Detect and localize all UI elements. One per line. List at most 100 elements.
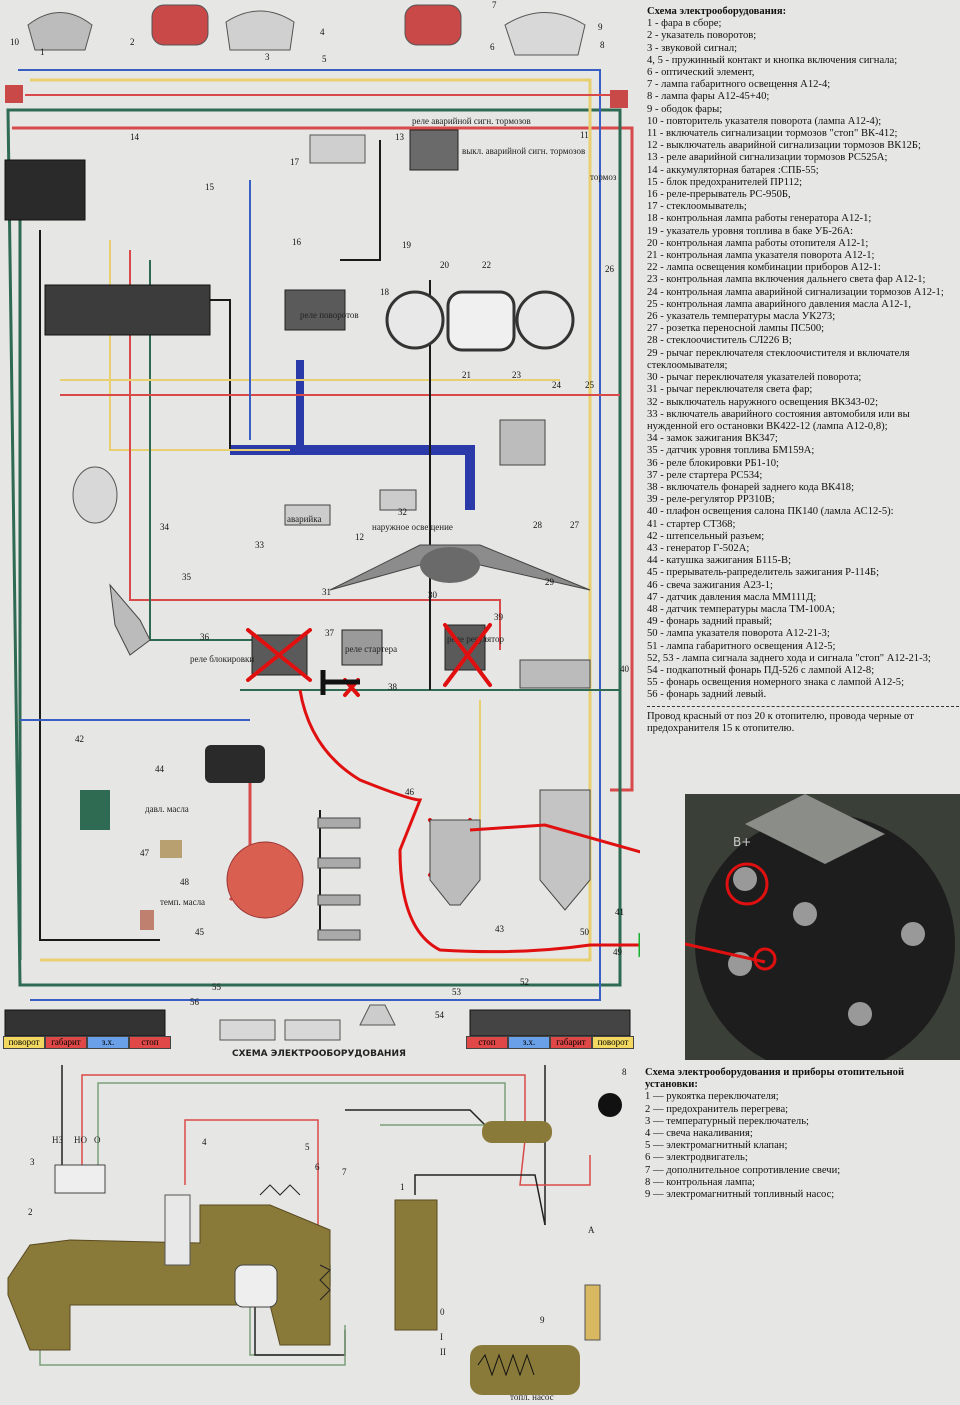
- legend-item: 18 - контрольная лампа работы генератора…: [647, 213, 872, 225]
- brake-relay-label: реле аварийной сигн. тормозов: [412, 116, 531, 126]
- component-number: 54: [435, 1010, 445, 1020]
- legend-item: 10 - повторитель указателя поворота (лам…: [647, 115, 882, 127]
- legend-item: 19 - указатель уровня топлива в баке УБ-…: [647, 225, 854, 237]
- component-number: 11: [580, 130, 589, 140]
- horn: [225, 10, 295, 51]
- voltage-regulator-label: реле регулятор: [447, 634, 504, 644]
- oil-temp-sensor: [140, 910, 154, 930]
- plate-light-left: [219, 1019, 276, 1041]
- component-number: 52: [520, 977, 529, 987]
- component-number: 23: [512, 370, 522, 380]
- spark-plug: [317, 894, 361, 906]
- ignition-switch: [72, 466, 118, 524]
- legend-item: 34 - замок зажигания ВК347;: [647, 433, 778, 445]
- component-number: 27: [570, 520, 580, 530]
- terminal-label: B+: [733, 835, 751, 849]
- legend-item: 47 - датчик давления масла ММ111Д;: [647, 591, 817, 603]
- component-number: 13: [395, 132, 405, 142]
- component-number: 24: [552, 380, 562, 390]
- wire-yellow: [30, 78, 592, 962]
- component-number: 26: [605, 264, 615, 274]
- legend-item: 56 - фонарь задний левый.: [647, 689, 767, 701]
- component-number: 30: [428, 590, 438, 600]
- component-number: 28: [533, 520, 543, 530]
- legend-item: 54 - подкапотный фонарь ПД-526 с лампой …: [647, 664, 875, 676]
- legend-item: 1 - фара в сборе;: [647, 18, 722, 30]
- legend-item: 26 - указатель температуры масла УК273;: [647, 311, 836, 323]
- component-number: 10: [10, 37, 20, 47]
- spark-plug: [317, 817, 361, 829]
- component-number: 39: [494, 612, 504, 622]
- wiring-diagram: реле поворотов реле аварийной сигн. торм…: [4, 0, 640, 1059]
- fuse-heater: [584, 1284, 601, 1341]
- rear-light-right: [469, 1009, 631, 1037]
- legend-item: 8 — контрольная лампа;: [645, 1176, 755, 1188]
- legend-item: 27 - розетка переносной лампы ПС500;: [647, 323, 825, 335]
- legend-item: 5 — электромагнитный клапан;: [645, 1140, 788, 1152]
- wire-harness-blue: [230, 445, 475, 510]
- exterior-light-switch: [379, 489, 417, 511]
- annotation-wire: [298, 689, 640, 954]
- terminal-strip: [482, 1121, 552, 1143]
- plate-light-right: [284, 1019, 341, 1041]
- legend-item: 48 - датчик температуры масла ТМ-100А;: [647, 603, 836, 615]
- legend-item: 49 - фонарь задний правый;: [647, 616, 773, 628]
- component-number: 45: [195, 927, 205, 937]
- terminal-a-label: А: [588, 1225, 595, 1235]
- wire-green: [6, 108, 622, 987]
- legend-item: 9 — электромагнитный топливный насос;: [645, 1189, 835, 1201]
- heater-body: [7, 1204, 331, 1351]
- exterior-light-label: наружное освещение: [372, 522, 453, 532]
- temp-switch: [54, 1164, 106, 1194]
- legend-title: Схема электрооборудования:: [647, 6, 787, 17]
- legend-item: 32 - выключатель наружного освещения ВК3…: [647, 396, 879, 408]
- starter-relay-label: реле стартера: [345, 644, 397, 654]
- position-label: II: [440, 1347, 446, 1357]
- legend-item: 28 - стеклоочиститель СЛ226 В;: [647, 335, 792, 347]
- component-number: 20: [440, 260, 450, 270]
- side-repeater-left: [5, 85, 23, 103]
- rear-light-tag: поворот: [592, 1036, 634, 1049]
- component-number: 41: [615, 907, 624, 917]
- component-number: 21: [462, 370, 471, 380]
- spark-plug: [317, 857, 361, 869]
- component-number: 5: [322, 54, 327, 64]
- headlight-left: [27, 12, 93, 51]
- side-repeater-right: [610, 90, 628, 108]
- component-number: 32: [398, 507, 407, 517]
- legend-item: 2 - указатель поворотов;: [647, 30, 757, 42]
- wire-blue: [18, 69, 601, 1001]
- generator-photo: B+: [685, 794, 960, 1060]
- legend-item: 2 — предохранитель перегрева;: [645, 1103, 789, 1115]
- speedometer: [446, 290, 516, 352]
- component-number: 38: [388, 682, 398, 692]
- switch-label-no: НО: [74, 1135, 87, 1145]
- component-number: 43: [495, 924, 505, 934]
- component-number: 4: [320, 27, 325, 37]
- legend-item: 15 - блок предохранителей ПР112;: [647, 176, 803, 188]
- washer: [309, 134, 366, 164]
- legend-item: 41 - стартер СТ368;: [647, 518, 736, 530]
- legend-item: 8 - лампа фары А12-45+40;: [647, 91, 770, 103]
- switch-label-common: О: [94, 1135, 101, 1145]
- component-number: 1: [40, 47, 45, 57]
- position-label: 0: [440, 1307, 445, 1317]
- legend-item: 45 - прерыватель-рапределитель зажигания…: [647, 567, 880, 579]
- legend-item: 31 - рычаг переключателя света фар;: [647, 384, 813, 396]
- heater-component-number: 8: [622, 1067, 627, 1077]
- turn-relay: [284, 289, 346, 331]
- legend-item: 29 - рычаг переключателя стеклоочистител…: [647, 347, 910, 371]
- heater-component-number: 3: [30, 1157, 35, 1167]
- component-number: 49: [613, 947, 623, 957]
- heater-component-number: 6: [315, 1162, 320, 1172]
- legend-item: 4 — свеча накаливания;: [645, 1128, 753, 1140]
- legend-item: 38 - включатель фонарей заднего кода ВК4…: [647, 481, 855, 493]
- component-number: 3: [265, 52, 270, 62]
- rear-light-tag: з.х.: [87, 1036, 129, 1049]
- oil-pressure-sensor: [160, 840, 182, 858]
- component-number: 46: [405, 787, 415, 797]
- legend-note: Провод красный от поз 20 к отопителю, пр…: [647, 710, 914, 734]
- component-number: 2: [130, 37, 135, 47]
- legend-item: 25 - контрольная лампа аварийного давлен…: [647, 298, 912, 310]
